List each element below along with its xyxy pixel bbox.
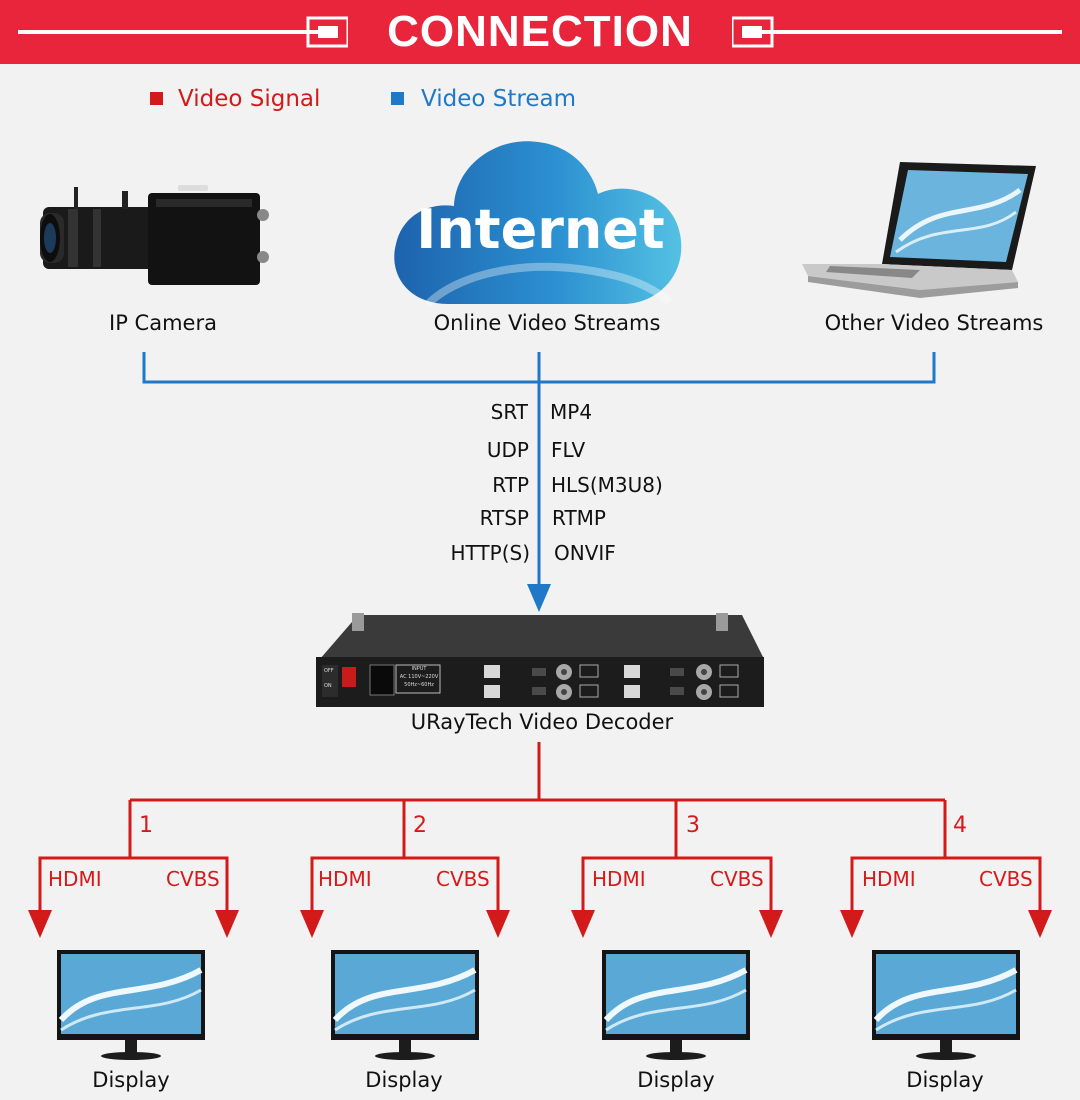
protocol-right-mp4: MP4: [550, 400, 593, 424]
banner-decoration-right: [732, 16, 1062, 48]
output-2-cvbs-label: CVBS: [436, 867, 490, 891]
online-streams-label: Online Video Streams: [433, 311, 661, 335]
protocol-right-rtmp: RTMP: [552, 506, 606, 530]
display-label-1: Display: [92, 1068, 170, 1092]
decoder-panel-frequency: 50Hz~60Hz: [404, 682, 434, 688]
display-label-3: Display: [637, 1068, 715, 1092]
display-monitor-2: [331, 950, 479, 1060]
header-banner: CONNECTION: [0, 0, 1080, 64]
decoder-panel-voltage: AC 110V~220V: [399, 674, 439, 680]
protocol-right-onvif: ONVIF: [554, 541, 616, 565]
protocol-right-hls: HLS(M3U8): [551, 473, 663, 497]
output-4-cvbs-label: CVBS: [979, 867, 1033, 891]
legend-signal-swatch: [150, 92, 163, 105]
decoder-switch-on: ON: [324, 683, 332, 689]
protocol-left-rtp: RTP: [492, 473, 529, 497]
display-label-4: Display: [906, 1068, 984, 1092]
output-number-4: 4: [953, 813, 967, 838]
output-3-cvbs-label: CVBS: [710, 867, 764, 891]
protocol-left-udp: UDP: [486, 438, 529, 462]
legend-stream-label: Video Stream: [421, 86, 576, 112]
decoder-label: URayTech Video Decoder: [410, 710, 674, 734]
output-4-hdmi-label: HDMI: [862, 867, 916, 891]
output-number-2: 2: [413, 813, 427, 838]
legend-signal-label: Video Signal: [178, 86, 321, 112]
signal-lines: [38, 742, 1042, 912]
video-decoder-image: [316, 613, 764, 707]
output-number-3: 3: [686, 813, 700, 838]
protocol-left-rtsp: RTSP: [479, 506, 529, 530]
ip-camera-label: IP Camera: [109, 311, 217, 335]
internet-cloud-image: [394, 141, 682, 307]
protocol-left-srt: SRT: [490, 400, 528, 424]
laptop-image: [802, 162, 1036, 298]
other-streams-label: Other Video Streams: [824, 311, 1044, 335]
protocol-left-http: HTTP(S): [450, 541, 530, 565]
internet-cloud-text: Internet: [416, 198, 665, 261]
legend-stream-swatch: [391, 92, 404, 105]
display-monitor-4: [872, 950, 1020, 1060]
signal-arrow-heads: [28, 910, 1052, 938]
decoder-panel-input: INPUT: [411, 666, 427, 672]
output-1-hdmi-label: HDMI: [48, 867, 102, 891]
display-monitor-3: [602, 950, 750, 1060]
display-label-2: Display: [365, 1068, 443, 1092]
protocol-right-flv: FLV: [551, 438, 586, 462]
ip-camera-image: [40, 185, 269, 285]
stream-arrow-head: [527, 584, 551, 612]
output-number-1: 1: [139, 813, 153, 838]
output-1-cvbs-label: CVBS: [166, 867, 220, 891]
stream-lines: [142, 352, 936, 588]
banner-decoration-left: [18, 16, 348, 48]
output-2-hdmi-label: HDMI: [318, 867, 372, 891]
output-3-hdmi-label: HDMI: [592, 867, 646, 891]
display-monitor-1: [57, 950, 205, 1060]
page-title: CONNECTION: [387, 7, 693, 56]
decoder-switch-off: OFF: [324, 668, 334, 674]
